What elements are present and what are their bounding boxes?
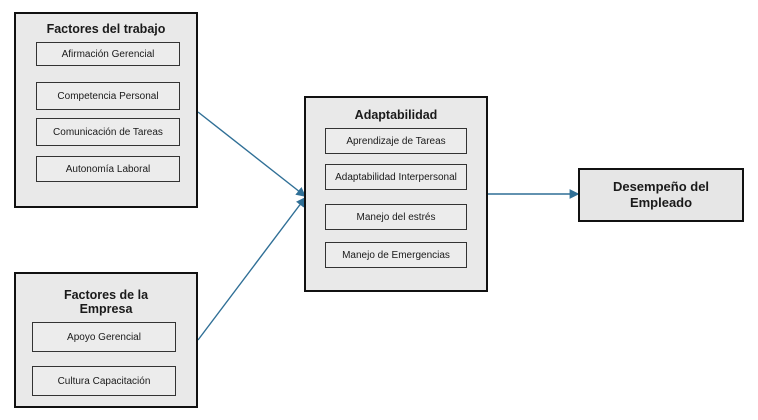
- node-comunicacion-tareas: Comunicación de Tareas: [36, 118, 180, 146]
- panel-adaptabilidad: Adaptabilidad Aprendizaje de Tareas Adap…: [304, 96, 488, 292]
- node-aprendizaje-tareas: Aprendizaje de Tareas: [325, 128, 467, 154]
- node-desempeno-empleado: Desempeño del Empleado: [578, 168, 744, 222]
- node-autonomia-laboral: Autonomía Laboral: [36, 156, 180, 182]
- node-apoyo-gerencial: Apoyo Gerencial: [32, 322, 176, 352]
- panel-title: Factores de la Empresa: [63, 288, 149, 316]
- node-competencia-personal: Competencia Personal: [36, 82, 180, 110]
- panel-factores-empresa: Factores de la Empresa Apoyo Gerencial C…: [14, 272, 198, 408]
- node-manejo-estres: Manejo del estrés: [325, 204, 467, 230]
- panel-title: Factores del trabajo: [46, 22, 166, 36]
- arrow-empresa-to-adaptabilidad: [197, 196, 306, 341]
- node-manejo-emergencias: Manejo de Emergencias: [325, 242, 467, 268]
- node-cultura-capacitacion: Cultura Capacitación: [32, 366, 176, 396]
- node-afirmacion-gerencial: Afirmación Gerencial: [36, 42, 180, 66]
- panel-factores-trabajo: Factores del trabajo Afirmación Gerencia…: [14, 12, 198, 208]
- node-adaptabilidad-interpersonal: Adaptabilidad Interpersonal: [325, 164, 467, 190]
- panel-title: Adaptabilidad: [354, 108, 438, 122]
- arrow-trabajo-to-adaptabilidad: [197, 111, 307, 197]
